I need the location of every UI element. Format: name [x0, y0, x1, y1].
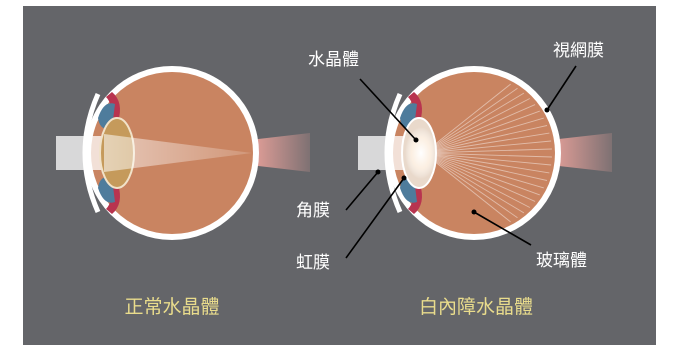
label-iris: 虹膜 — [296, 253, 330, 273]
light-in-cataract — [358, 136, 408, 170]
lens-cloud-cataract — [405, 127, 437, 179]
scattered-ray — [423, 152, 540, 196]
scattered-ray — [423, 152, 548, 181]
label-cornea: 角膜 — [296, 201, 330, 221]
scattered-ray — [423, 83, 511, 154]
cornea-leader-dot — [375, 169, 381, 175]
caption-normal: 正常水晶體 — [124, 296, 219, 318]
lens-leader-line — [359, 78, 417, 141]
scattered-ray — [423, 152, 552, 158]
scattered-ray — [423, 152, 536, 202]
caption-cataract: 白內障水晶體 — [419, 296, 533, 318]
scattered-ray — [423, 152, 544, 189]
scattered-ray — [423, 152, 552, 166]
normal-eye — [56, 66, 310, 240]
scattered-ray — [423, 140, 552, 154]
scattered-ray — [423, 92, 525, 154]
scattered-ray — [423, 132, 550, 154]
cataract-eye — [358, 66, 612, 240]
scattered-ray — [423, 110, 540, 154]
scattered-ray — [423, 98, 531, 154]
retina-leader-line — [546, 65, 577, 111]
lens-leader-dot — [413, 137, 419, 143]
scattered-ray — [423, 152, 525, 214]
scattered-ray — [423, 87, 518, 154]
label-lens: 水晶體 — [308, 50, 359, 70]
optic-nerve-normal — [250, 133, 310, 172]
eyeball-cataract — [393, 72, 555, 234]
scattered-ray — [423, 125, 548, 154]
light-beam-normal — [104, 134, 252, 172]
label-retina: 視網膜 — [553, 41, 604, 61]
scattered-ray — [423, 117, 544, 154]
vitreous-leader-dot — [471, 209, 477, 215]
scattered-ray — [423, 152, 531, 208]
retina-leader-dot — [544, 107, 550, 113]
scattered-ray — [423, 148, 552, 154]
light-in-normal — [56, 136, 106, 170]
vitreous-leader-line — [473, 211, 532, 246]
scattered-light-rays — [423, 83, 552, 223]
optic-nerve-cataract — [550, 133, 612, 172]
scattered-ray — [423, 104, 536, 154]
cornea-leader-line — [345, 171, 379, 211]
scattered-ray — [423, 152, 550, 174]
label-vitreous: 玻璃體 — [536, 251, 587, 271]
iris-leader-dot — [401, 175, 407, 181]
scattered-ray — [423, 152, 518, 219]
iris-leader-line — [345, 177, 405, 259]
scattered-ray — [423, 152, 511, 223]
